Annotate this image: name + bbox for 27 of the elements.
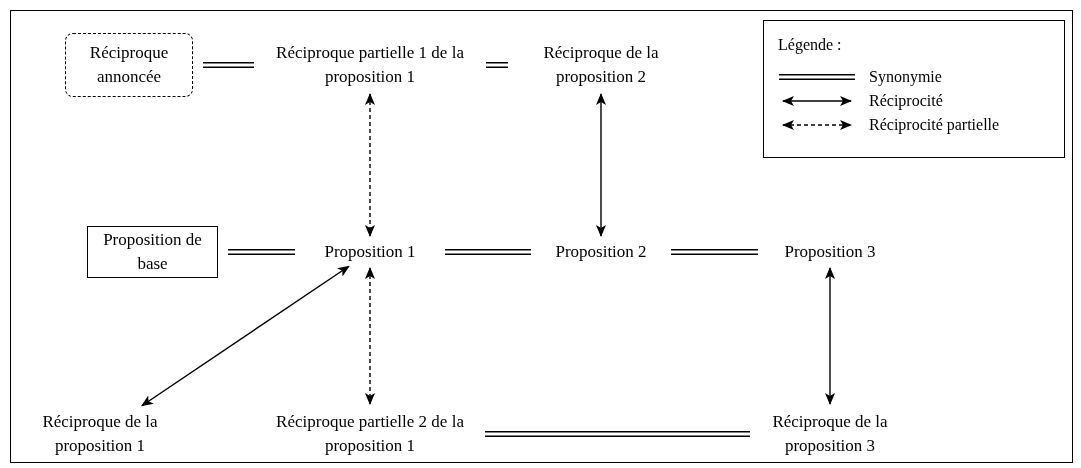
legend-text: Synonymie bbox=[869, 67, 942, 87]
process-box bbox=[87, 226, 218, 278]
arrow bbox=[365, 267, 375, 405]
legend-text: Réciprocité partielle bbox=[869, 115, 1000, 135]
node-label: Réciproque partielle 2 de la proposition 1 bbox=[275, 411, 465, 457]
double-line bbox=[202, 62, 255, 68]
node-label: Proposition 2 bbox=[555, 241, 647, 263]
double-line bbox=[444, 249, 532, 255]
arrow bbox=[825, 267, 835, 405]
node-label: Réciproque de la proposition 1 bbox=[41, 411, 159, 457]
node-label: Réciproque partielle 1 de la proposition 1 bbox=[275, 42, 465, 88]
double-line bbox=[227, 249, 296, 255]
double-line bbox=[670, 249, 759, 255]
arrow bbox=[596, 93, 606, 237]
arrow bbox=[141, 265, 350, 407]
node-label: Proposition 3 bbox=[784, 241, 876, 263]
legend-text: Réciprocité bbox=[869, 91, 943, 111]
dashed-box bbox=[65, 33, 193, 97]
legend-title: Légende : bbox=[778, 35, 842, 55]
double-line bbox=[485, 62, 509, 68]
arrow bbox=[365, 93, 375, 237]
double-line bbox=[484, 431, 751, 437]
node-label: Réciproque de la proposition 2 bbox=[542, 42, 660, 88]
node-label: Proposition 1 bbox=[324, 241, 416, 263]
node-text: Proposition de base bbox=[102, 229, 203, 275]
node-label: Réciproque de la proposition 3 bbox=[771, 411, 889, 457]
node-text: Réciproque annoncée bbox=[88, 42, 170, 88]
